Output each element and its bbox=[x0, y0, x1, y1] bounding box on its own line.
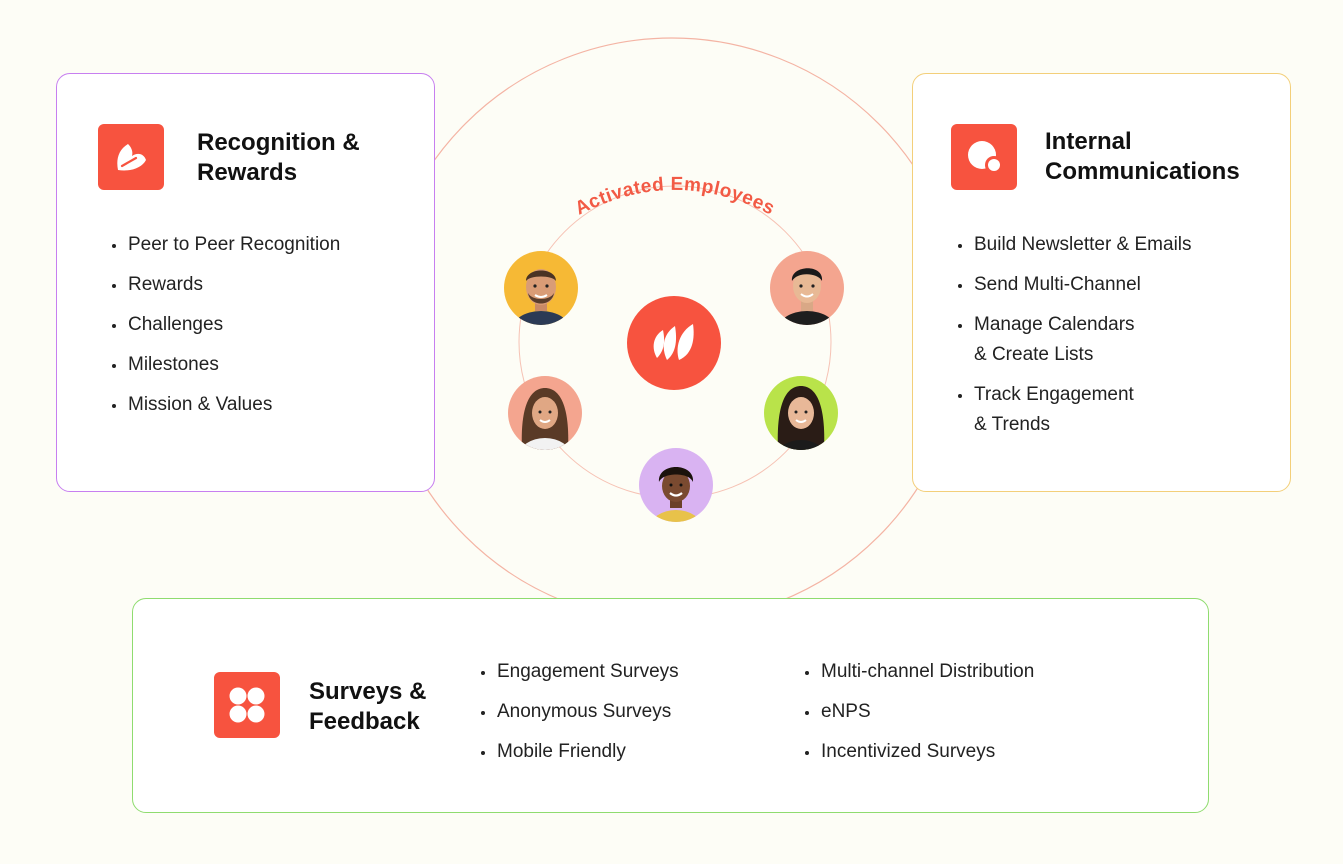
surveys-feedback-card: Surveys & Feedback Engagement Surveys An… bbox=[132, 598, 1209, 813]
clover-icon bbox=[214, 672, 280, 738]
employee-avatar bbox=[639, 448, 713, 522]
card-title: Internal Communications bbox=[1045, 128, 1240, 185]
list-item: Anonymous Surveys bbox=[496, 697, 679, 727]
list-item: Manage Calendars & Create Lists bbox=[973, 310, 1192, 370]
list-item: Mobile Friendly bbox=[496, 737, 679, 767]
list-item: Milestones bbox=[127, 350, 340, 380]
list-item: Engagement Surveys bbox=[496, 657, 679, 687]
employee-avatar bbox=[770, 251, 844, 325]
chat-bubble-icon bbox=[951, 124, 1017, 190]
list-item: Challenges bbox=[127, 310, 340, 340]
employee-avatar bbox=[764, 376, 838, 450]
feature-list: Build Newsletter & Emails Send Multi-Cha… bbox=[953, 230, 1192, 450]
recognition-rewards-card: Recognition & Rewards Peer to Peer Recog… bbox=[56, 73, 435, 492]
feature-list-left: Engagement Surveys Anonymous Surveys Mob… bbox=[476, 657, 679, 777]
card-title: Surveys & Feedback bbox=[309, 678, 427, 735]
list-item: Rewards bbox=[127, 270, 340, 300]
list-item: Send Multi-Channel bbox=[973, 270, 1192, 300]
svg-text:Activated Employees: Activated Employees bbox=[572, 174, 778, 220]
card-title: Recognition & Rewards bbox=[197, 129, 360, 186]
employee-avatar bbox=[504, 251, 578, 325]
list-item: Track Engagement & Trends bbox=[973, 380, 1192, 440]
activated-employees-label: Activated Employees bbox=[572, 174, 778, 220]
list-item: Build Newsletter & Emails bbox=[973, 230, 1192, 260]
curved-label-text: Activated Employees bbox=[572, 174, 778, 220]
feature-list: Peer to Peer Recognition Rewards Challen… bbox=[107, 230, 340, 430]
logo-icon bbox=[627, 296, 721, 390]
list-item: Peer to Peer Recognition bbox=[127, 230, 340, 260]
employee-avatar bbox=[508, 376, 582, 450]
list-item: Multi-channel Distribution bbox=[820, 657, 1034, 687]
list-item: Incentivized Surveys bbox=[820, 737, 1034, 767]
feature-list-right: Multi-channel Distribution eNPS Incentiv… bbox=[800, 657, 1034, 777]
internal-communications-card: Internal Communications Build Newsletter… bbox=[912, 73, 1291, 492]
list-item: eNPS bbox=[820, 697, 1034, 727]
list-item: Mission & Values bbox=[127, 390, 340, 420]
heart-leaf-icon bbox=[98, 124, 164, 190]
